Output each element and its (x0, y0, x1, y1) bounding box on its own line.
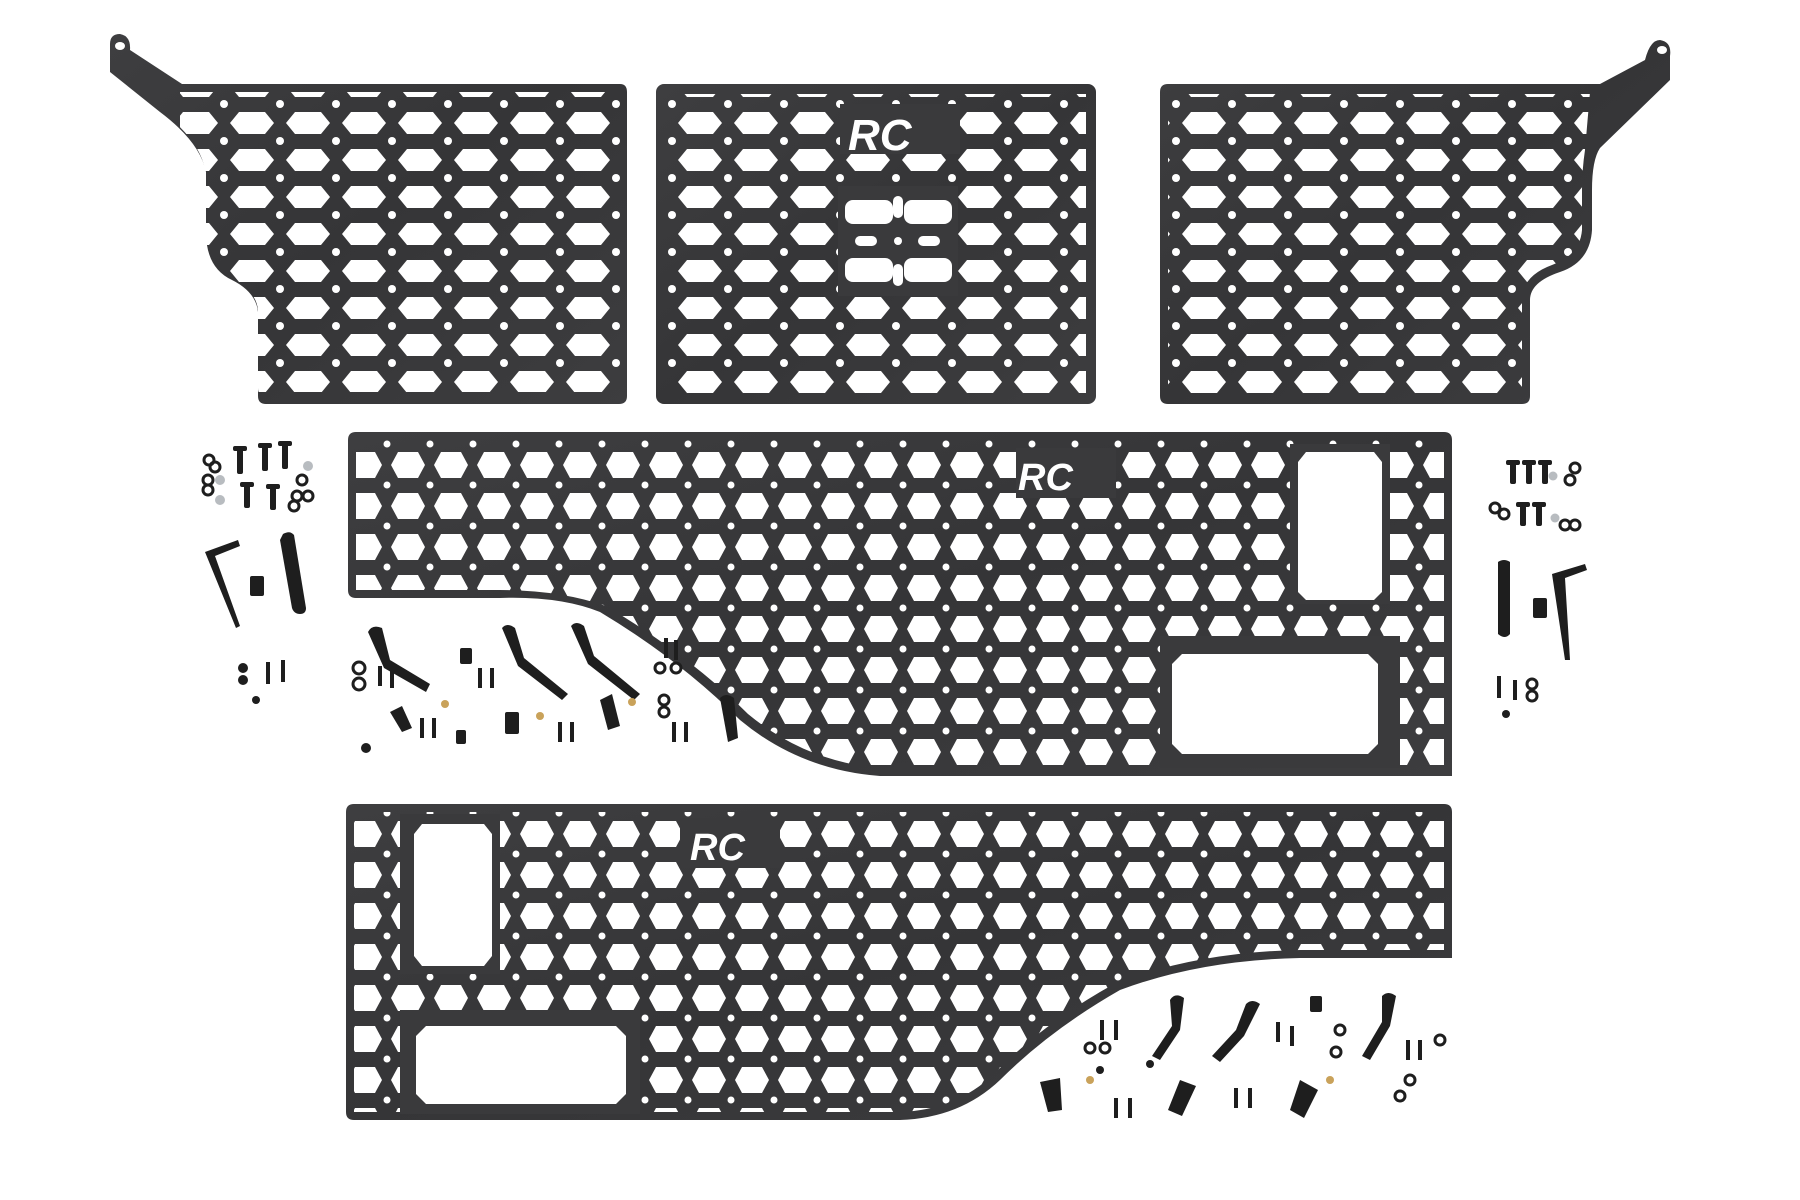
rc-logo: RC (690, 827, 745, 869)
l-bracket-icon (205, 540, 240, 628)
clip-nut-icon (460, 648, 472, 664)
panel-cutout (1172, 654, 1378, 754)
bracket-icon (720, 695, 738, 742)
bracket-icon (1212, 1001, 1260, 1062)
mount-hole (115, 42, 125, 50)
mount-hole (1657, 46, 1667, 54)
clip-nut-icon (1310, 996, 1322, 1012)
logo-plate (840, 104, 960, 154)
left-hardware-group (201, 441, 315, 704)
rc-logo: RC (1018, 457, 1073, 499)
bracket-icon (1290, 1080, 1318, 1118)
front-right-panel (1160, 40, 1671, 404)
front-center-panel: RC (656, 84, 1096, 404)
washer-icon (201, 453, 315, 513)
strap-icon (1498, 560, 1510, 637)
bracket-icon (368, 626, 430, 692)
panel-cutout (414, 824, 492, 966)
bracket-icon (600, 694, 620, 730)
middle-hardware-group (351, 623, 738, 753)
bolt-icon (1506, 460, 1552, 526)
bolt-icon (233, 441, 292, 510)
nut-icon (215, 461, 313, 505)
bracket-icon (1152, 995, 1184, 1060)
clip-nut-icon (250, 576, 264, 596)
rc-logo: RC (848, 111, 913, 160)
nut-icon (1548, 471, 1560, 523)
bracket-icon (502, 625, 568, 700)
front-left-panel (110, 34, 627, 404)
panel-cutout (416, 1026, 626, 1104)
bracket-icon (390, 706, 412, 732)
clip-nut-icon (1533, 598, 1547, 618)
bracket-icon (571, 623, 640, 700)
bottom-right-hardware-group (1040, 993, 1447, 1118)
panel-cutout (1298, 452, 1382, 600)
bracket-icon (1362, 993, 1396, 1060)
strap-icon (280, 532, 306, 614)
bracket-icon (1168, 1080, 1196, 1116)
bracket-icon (1040, 1078, 1062, 1112)
right-hardware-group (1488, 460, 1587, 718)
side-panel-passenger: RC (346, 804, 1452, 1120)
l-bracket-icon (1552, 564, 1587, 660)
washer-icon (1488, 461, 1582, 532)
